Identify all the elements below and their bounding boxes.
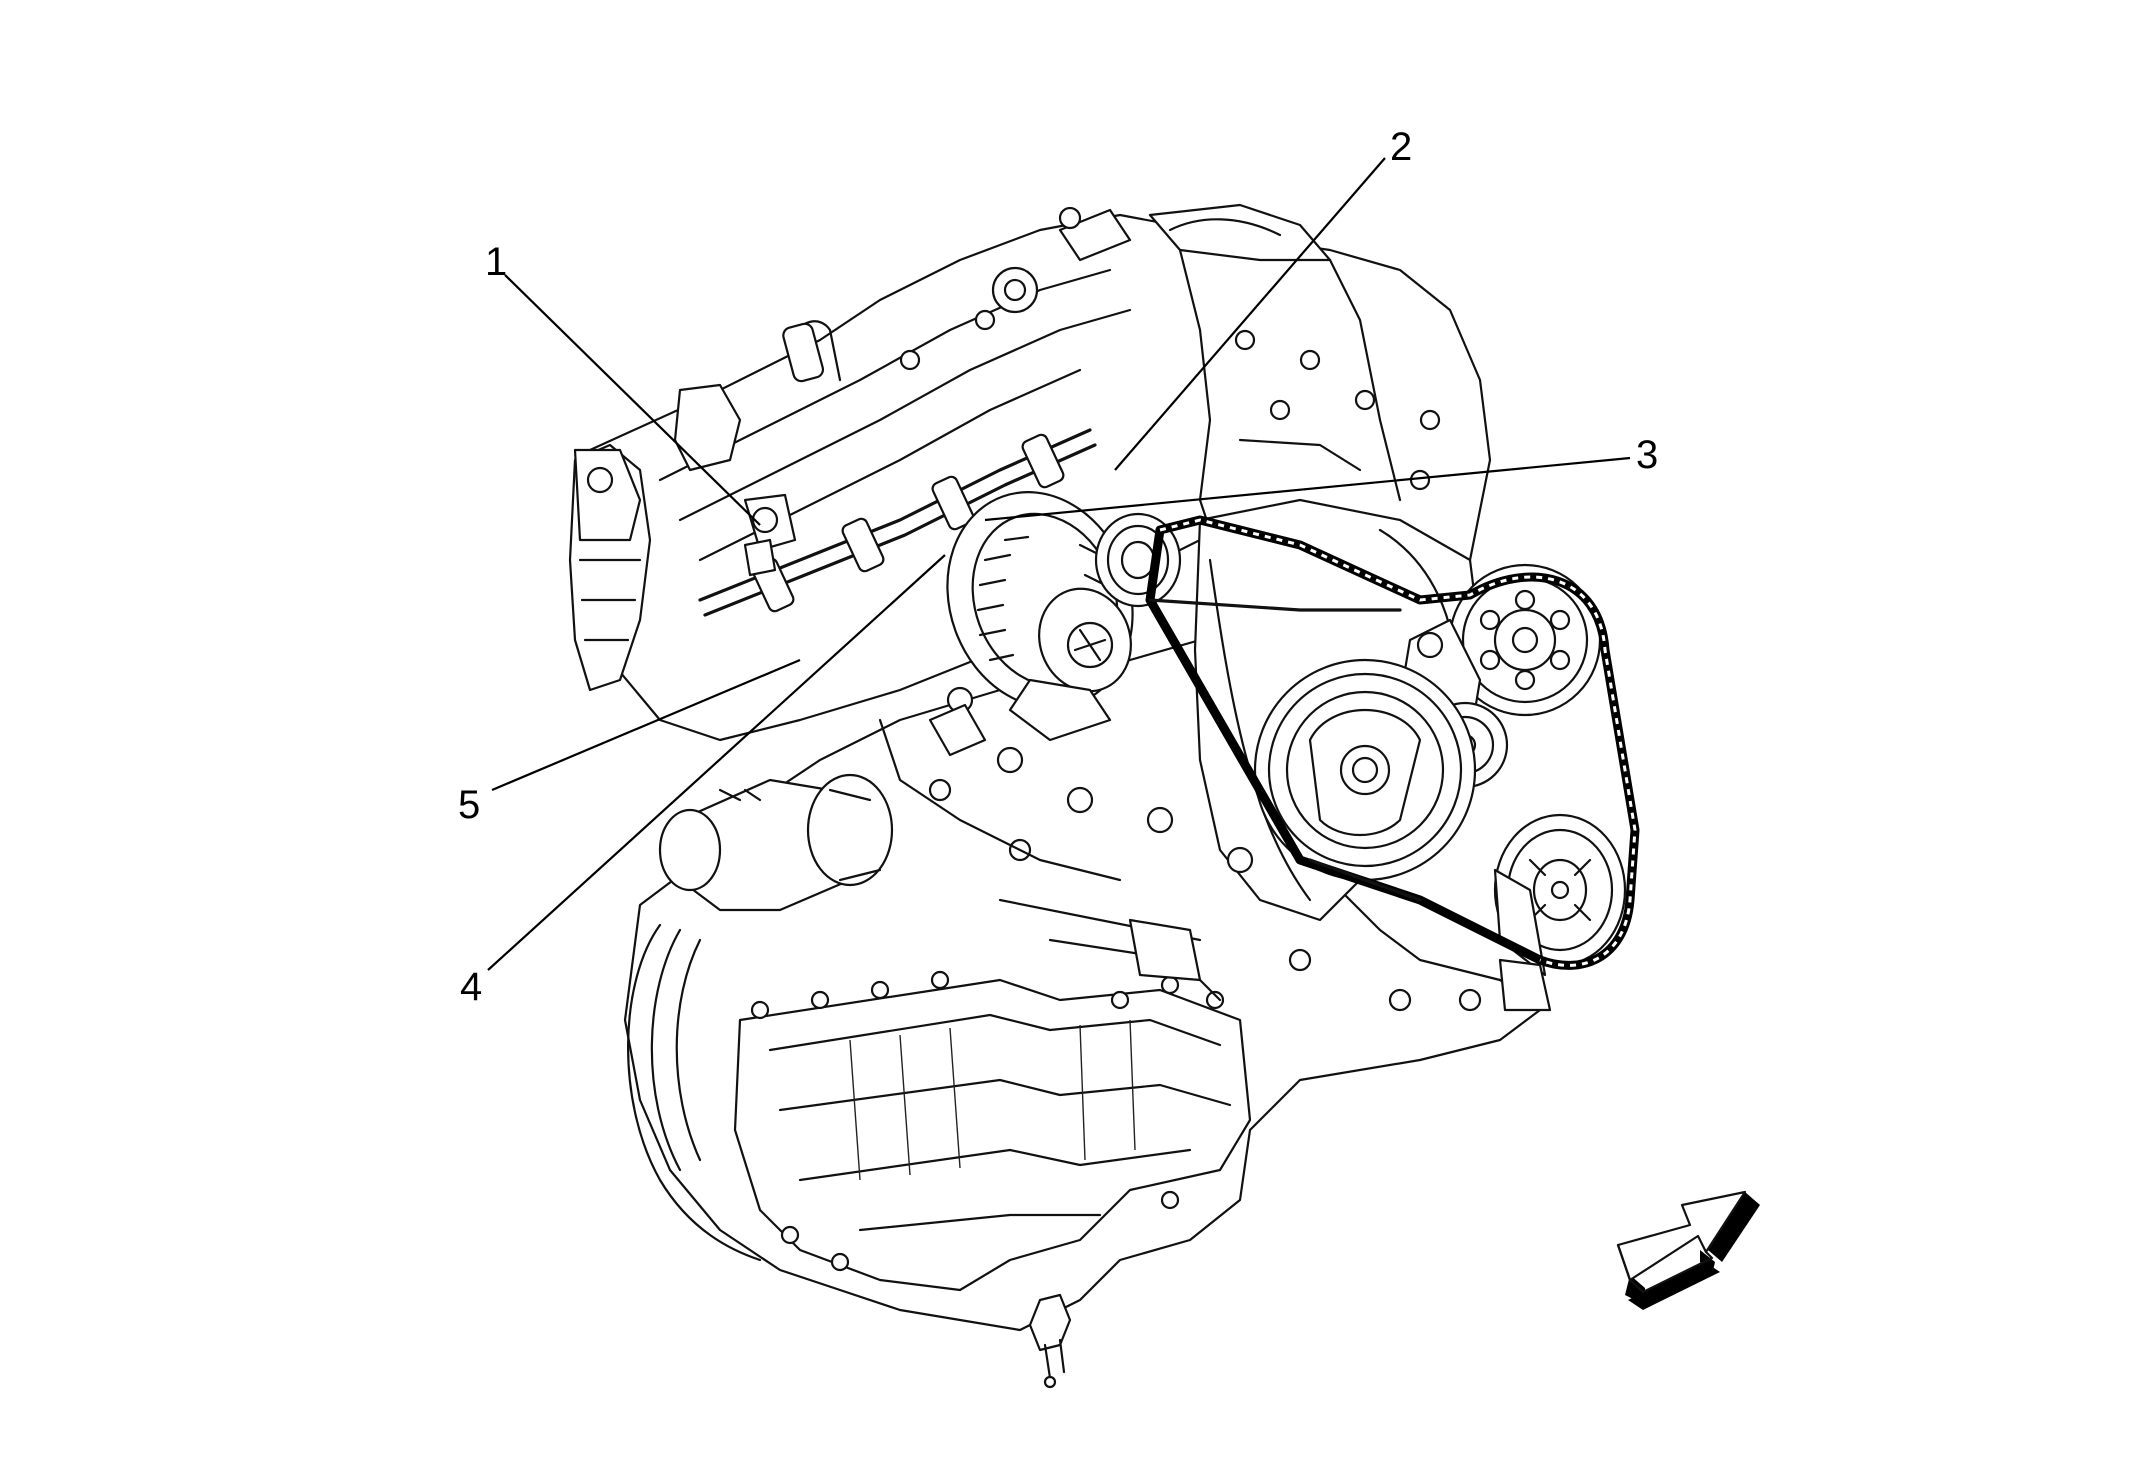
callout-3: 3 xyxy=(1636,433,1658,477)
callout-1: 1 xyxy=(485,240,507,284)
leader-line-3 xyxy=(984,456,1631,522)
leader-line-4 xyxy=(487,554,946,971)
leader-lines xyxy=(487,157,1631,971)
block-details xyxy=(573,448,1552,1012)
head-bolts xyxy=(899,309,1441,491)
starter-motor xyxy=(658,773,894,912)
callout-2: 2 xyxy=(1390,125,1412,169)
leader-line-1 xyxy=(504,274,761,526)
ac-compressor-pulley xyxy=(1493,813,1627,977)
view-direction-arrow-icon xyxy=(1616,1190,1760,1310)
leader-line-2 xyxy=(1114,157,1386,471)
generator xyxy=(946,491,1134,742)
pan-bolts xyxy=(750,970,1225,1272)
callout-4: 4 xyxy=(460,965,482,1009)
callout-labels: 1 2 3 4 5 xyxy=(458,125,1658,1009)
crankshaft-balancer xyxy=(1253,658,1477,882)
leader-line-5 xyxy=(491,658,801,792)
accessory-drive xyxy=(1094,512,1640,977)
callout-5: 5 xyxy=(458,783,480,827)
